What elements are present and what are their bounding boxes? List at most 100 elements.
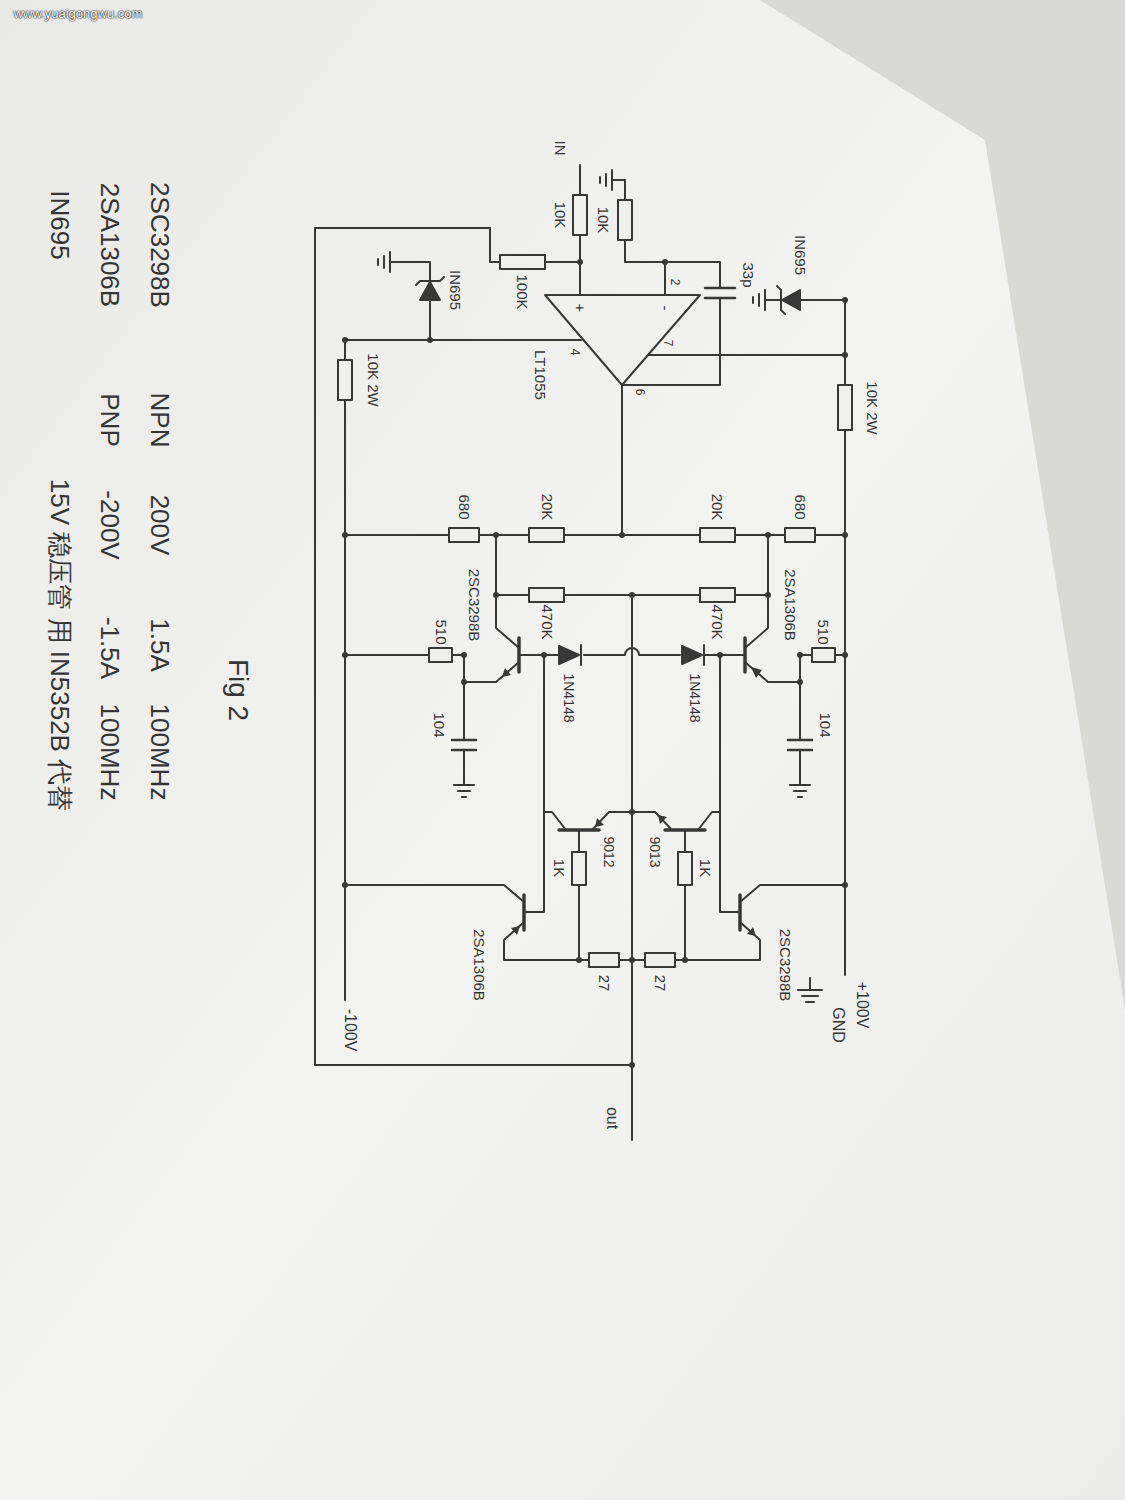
junction-dot [342, 337, 348, 343]
resistor-symbol [573, 195, 587, 235]
resistor-symbols [338, 195, 852, 967]
emitter-arrow [511, 926, 520, 935]
resistor-symbol [700, 528, 735, 542]
figure-caption: Fig 2 [224, 659, 252, 721]
pin-sign: - [658, 306, 673, 311]
part-value: 33p [741, 262, 756, 287]
part-value: 27 [653, 975, 668, 992]
table-cell: IN695 [47, 190, 73, 259]
resistor-symbol [812, 648, 835, 662]
pin-number: 7 [662, 340, 674, 347]
table-cell: -1.5A [97, 617, 123, 679]
circuit [315, 165, 852, 1140]
part-value: 10K [553, 202, 568, 229]
resistor-symbol [338, 360, 352, 400]
part-label: 9013 [648, 836, 662, 867]
table-cell: -200V [97, 490, 123, 559]
ground-symbol [378, 170, 822, 1002]
table-cell: 100MHz [147, 704, 173, 801]
diode-bar [416, 277, 785, 665]
resistor-symbol [785, 528, 815, 542]
junction-dot [765, 592, 771, 598]
junction-dot [682, 957, 688, 963]
junction-dot [461, 652, 467, 658]
junction-dot [619, 532, 625, 538]
emitter-arrow [658, 815, 667, 824]
junction-dot [842, 652, 848, 658]
part-label: LT1055 [533, 350, 548, 400]
part-value: 680 [793, 494, 808, 519]
resistor-symbol [500, 255, 545, 269]
diode-symbol [682, 646, 702, 664]
junction-dot [541, 652, 547, 658]
part-label: 9012 [602, 836, 616, 867]
part-label: 2SC3298B [467, 569, 482, 642]
signal-name: IN [553, 141, 568, 156]
emitter-arrow [751, 667, 762, 678]
junction-dot [842, 297, 848, 303]
part-value: 27 [597, 975, 612, 992]
part-value: 104 [432, 712, 447, 737]
resistor-symbol [572, 852, 586, 885]
part-value: 10K 2W [366, 353, 381, 406]
diode-symbol [559, 646, 579, 664]
junction-dot [797, 679, 803, 685]
junction-dot [577, 259, 583, 265]
junction-dot [342, 532, 348, 538]
junction-dot [493, 532, 499, 538]
table-cell: NPN [147, 393, 173, 448]
junction-dot [629, 809, 635, 815]
part-value: 100K [515, 274, 530, 309]
junction-dot [842, 882, 848, 888]
resistor-symbol [618, 200, 632, 240]
table-cell: 200V [147, 495, 173, 556]
part-label: 2SA1306B [472, 929, 487, 1001]
junction-dot [461, 679, 467, 685]
pin-number: 4 [569, 349, 581, 356]
part-value: 1K [698, 859, 713, 877]
resistor-symbol [645, 953, 675, 967]
table-cell: PNP [97, 393, 123, 446]
rail-label: -100V [342, 1009, 358, 1052]
rail-label: GND [830, 1007, 846, 1043]
part-value: 104 [818, 712, 833, 737]
resistor-symbol [529, 588, 564, 602]
capacitor-symbol [452, 288, 812, 750]
junction-dots [342, 259, 848, 1068]
junction-dot [629, 592, 635, 598]
junction-dot [576, 957, 582, 963]
junction-dot [717, 652, 723, 658]
part-value: 20K [710, 494, 725, 521]
junction-dot [493, 592, 499, 598]
emitter-arrows [502, 667, 762, 936]
junction-dot [629, 957, 635, 963]
resistor-symbol [429, 648, 452, 662]
junction-dot [662, 259, 668, 265]
part-label: IN695 [793, 235, 808, 275]
part-value: 510 [816, 619, 831, 644]
junction-dot [842, 532, 848, 538]
part-label: IN695 [448, 270, 463, 310]
watermark: www.yuaigongwu.com [14, 7, 143, 20]
resistor-symbol [700, 588, 735, 602]
rail-label: +100V [854, 982, 870, 1029]
diode-symbols [420, 282, 800, 664]
table-cell: 1.5A [147, 618, 173, 672]
junction-dot [842, 352, 848, 358]
part-value: 1K [552, 859, 567, 877]
emitter-arrow [595, 818, 604, 827]
emitter-arrow [502, 668, 511, 677]
signal-name: out [604, 1107, 620, 1129]
part-value: 510 [434, 619, 449, 644]
junction-dot [427, 337, 433, 343]
part-value: 470K [710, 604, 725, 639]
wire [315, 165, 845, 1140]
part-value: 10K [596, 207, 611, 234]
transistor-bar [519, 638, 745, 930]
part-label: 2SC3298B [778, 929, 793, 1002]
resistor-symbol [529, 528, 564, 542]
resistor-symbol [838, 385, 852, 430]
junction-dot [797, 652, 803, 658]
part-value: 680 [457, 494, 472, 519]
